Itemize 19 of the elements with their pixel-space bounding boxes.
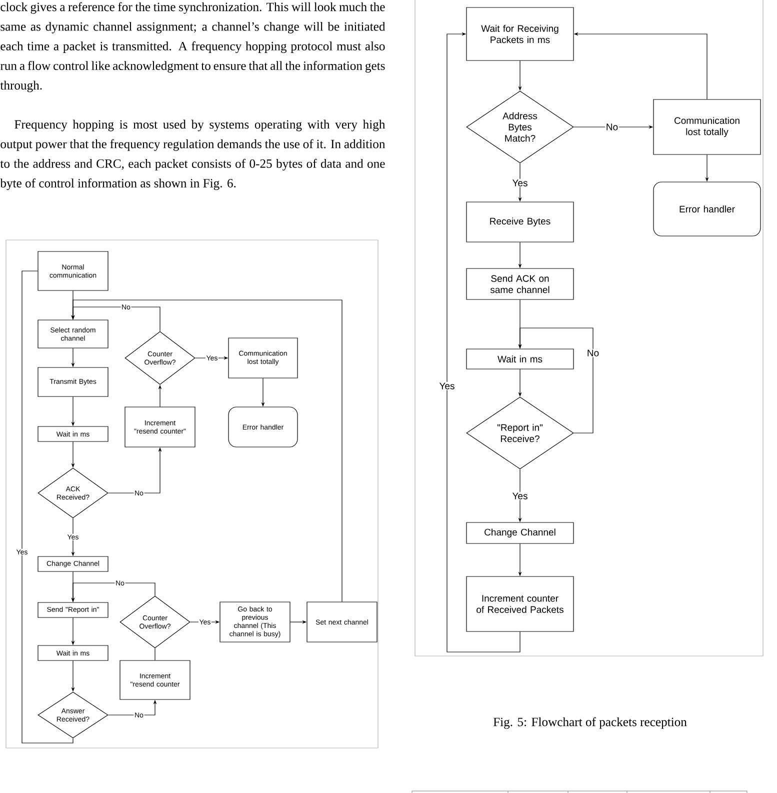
process-box: Change Channel [466, 522, 574, 544]
connector-line [22, 270, 74, 744]
figure-caption: Fig. 5: Flowchart of packets reception [493, 717, 687, 729]
arrow [446, 32, 520, 652]
edge-label: Yes [511, 492, 529, 500]
paragraph: Frequency hopping is most used by systems operating with very high output power that the frequency regulation demands the use of it. In addition to the address and CRC, each packet consists of 0-25 bytes of data and one byte of control information as shown in Fig. 6. [0, 120, 386, 190]
terminal-box: Error handler [653, 182, 761, 236]
process-box: Send ACK on same channel [466, 268, 574, 300]
process-box: Communication lost totally [653, 99, 761, 155]
edge-label: No [605, 122, 619, 132]
edge-label: No [586, 348, 600, 358]
process-box: Wait for Receiving Packets in ms [466, 7, 574, 61]
connector-line [154, 648, 156, 660]
process-box: Increment counter of Received Packets [466, 576, 574, 632]
process-box: Wait in ms [466, 348, 574, 370]
edge-label: Yes [511, 178, 529, 188]
paragraph: clock gives a reference for the time synchronization. This will look much the same as dynamic channel assignment; a channel’s change will be initiated each time a packet is transmitted. A frequency hopping protocol must also run a flow control like acknowledgment to ensure that all the information gets through. [0, 2, 386, 92]
edge-label: Yes [438, 382, 456, 390]
process-box: Receive Bytes [466, 202, 574, 242]
